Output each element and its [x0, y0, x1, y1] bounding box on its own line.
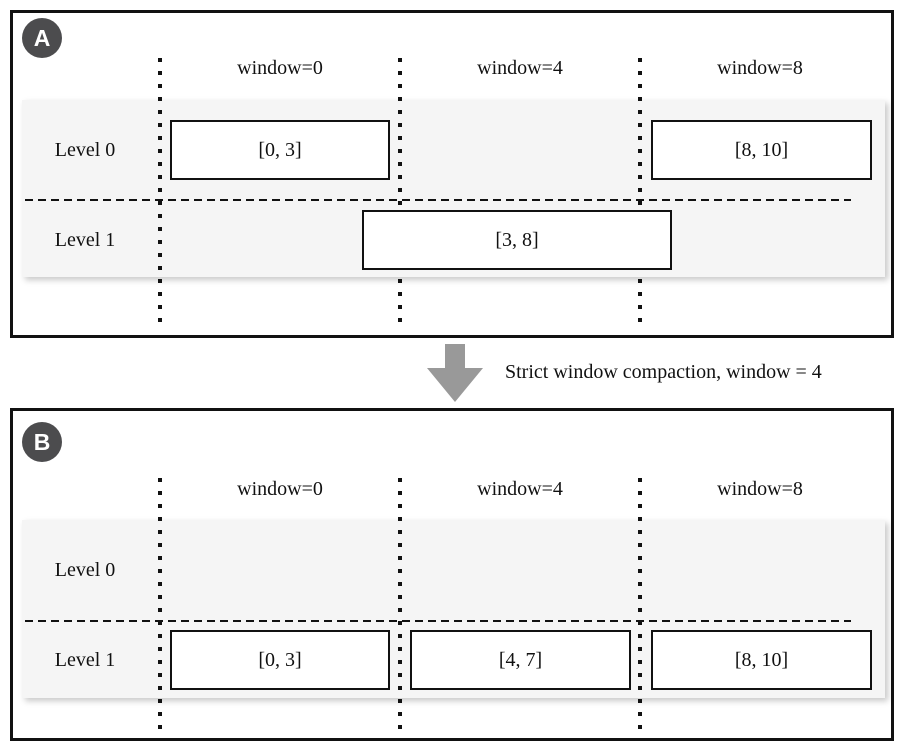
panel-a-window-boundary-0 — [158, 58, 162, 326]
panel-b-window-boundary-8 — [638, 478, 642, 734]
panel-b-level1-range-box: [0, 3] — [170, 630, 390, 690]
panel-a-level0-range-box: [0, 3] — [170, 120, 390, 180]
panel-a-level-0-label: Level 0 — [54, 138, 116, 161]
panel-a-header-window-4: window=4 — [477, 57, 563, 79]
panel-a-level0-range-box: [8, 10] — [651, 120, 872, 180]
panel-a-level1-range-box: [3, 8] — [362, 210, 672, 270]
panel-a-window-boundary-8 — [638, 58, 642, 326]
panel-b-header-window-4: window=4 — [477, 478, 563, 500]
panel-a-header-window-0: window=0 — [237, 57, 323, 79]
panel-a-window-boundary-4 — [398, 58, 402, 326]
panel-b-level1-range-box: [4, 7] — [410, 630, 631, 690]
panel-b-level-divider-dashed-line — [25, 620, 851, 622]
panel-b-window-boundary-0 — [158, 478, 162, 734]
panel-b-window-boundary-4 — [398, 478, 402, 734]
panel-b-level-1-label: Level 1 — [54, 648, 116, 671]
compaction-arrow-label: Strict window compaction, window = 4 — [505, 361, 822, 383]
panel-a-level-divider-dashed-line — [25, 199, 851, 201]
panel-b-level-0-label: Level 0 — [54, 558, 116, 581]
panel-b-header-window-0: window=0 — [237, 478, 323, 500]
panel-a-header-window-8: window=8 — [717, 57, 803, 79]
down-arrow-icon — [427, 344, 483, 402]
panel-b-badge: B — [22, 422, 62, 462]
panel-a-badge: A — [22, 18, 62, 58]
panel-a-level-1-label: Level 1 — [54, 228, 116, 251]
panel-b-header-window-8: window=8 — [717, 478, 803, 500]
panel-b-level1-range-box: [8, 10] — [651, 630, 872, 690]
